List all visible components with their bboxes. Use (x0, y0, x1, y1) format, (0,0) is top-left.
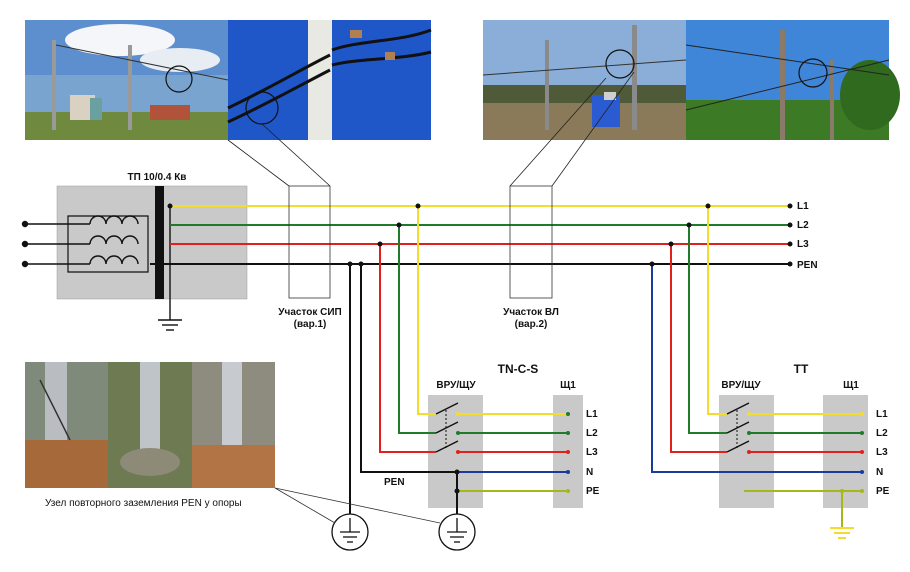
tncs-outgoing (456, 413, 568, 518)
section-sip-box (288, 185, 331, 299)
tt-title: TT (794, 362, 809, 376)
grounding-photos (25, 362, 275, 488)
section-vl-label: Участок ВЛ (503, 307, 559, 318)
tncs-terminal-l3: L3 (586, 447, 598, 458)
transformer-box (56, 185, 248, 300)
bus-label-l2: L2 (797, 220, 809, 231)
ground-electrode-vru-icon (438, 513, 476, 551)
ground-electrode-pole-icon (331, 513, 369, 551)
tncs-vru-label: ВРУ/ЩУ (436, 380, 476, 391)
tt-terminal-l2: L2 (876, 428, 888, 439)
tncs-terminal-n: N (586, 467, 593, 478)
tt-breaker-icon (726, 402, 750, 453)
bus-label-pen: PEN (797, 260, 818, 271)
tt-vru-label: ВРУ/ЩУ (721, 380, 761, 391)
tt-ground-icon (830, 527, 854, 539)
tt-terminal-l3: L3 (876, 447, 888, 458)
section-vl-box (509, 185, 553, 299)
tncs-terminal-pe: PE (586, 486, 600, 497)
photo-panel-vl (482, 20, 900, 140)
tt-panel-label: Щ1 (843, 380, 859, 391)
tncs-panel-label: Щ1 (560, 380, 576, 391)
tncs-drops (349, 206, 457, 518)
transformer-core (155, 186, 164, 299)
transformer-title: ТП 10/0.4 Кв (128, 172, 187, 183)
tt-drops (651, 206, 862, 473)
bus-label-l1: L1 (797, 201, 809, 212)
tncs-title: TN-C-S (498, 362, 539, 376)
tt-outgoing (744, 413, 862, 528)
tncs-pen-label: PEN (384, 477, 405, 488)
photo-panel-sip (25, 20, 432, 140)
tncs-breaker-icon (435, 402, 459, 453)
transformer-coils-icon (67, 215, 149, 273)
tt-terminal-n: N (876, 467, 883, 478)
transformer-inputs (21, 220, 90, 268)
bus-label-l3: L3 (797, 239, 809, 250)
section-vl-variant: (вар.2) (515, 319, 548, 330)
section-sip-variant: (вар.1) (294, 319, 327, 330)
grounding-caption: Узел повторного заземления PEN у опоры (45, 498, 242, 509)
section-sip-label: Участок СИП (278, 307, 341, 318)
tt-terminal-l1: L1 (876, 409, 888, 420)
tncs-terminal-l1: L1 (586, 409, 598, 420)
tt-terminal-pe: PE (876, 486, 890, 497)
tncs-terminal-l2: L2 (586, 428, 598, 439)
